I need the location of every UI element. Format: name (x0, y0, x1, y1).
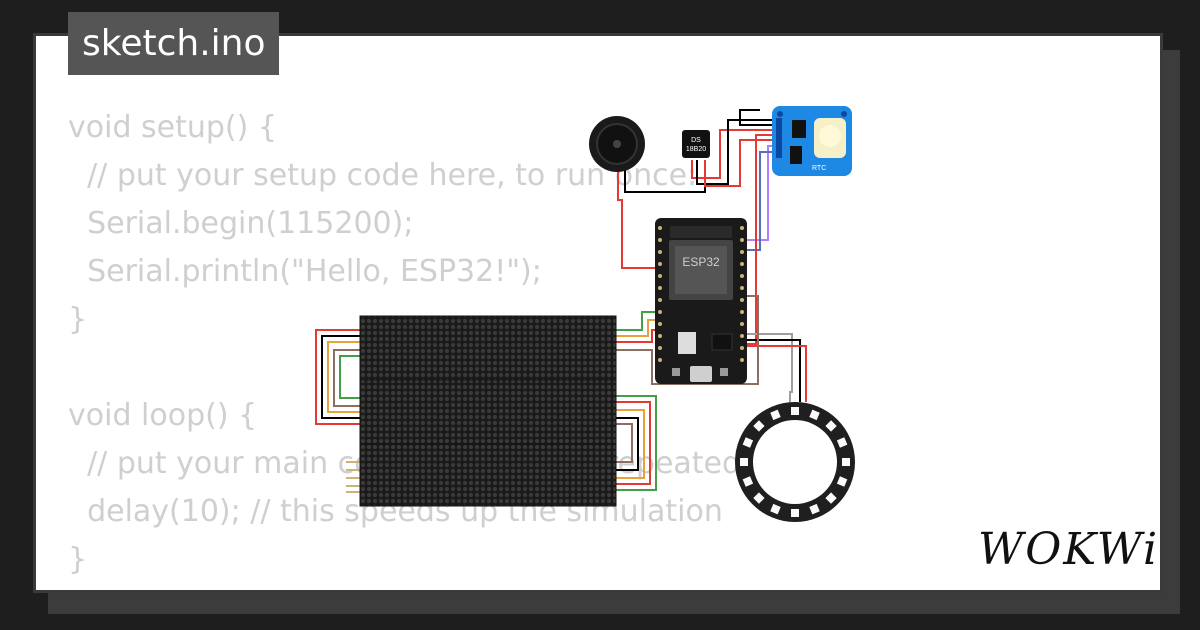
ring-pixel (809, 503, 820, 515)
code-line: void setup() { (68, 110, 277, 145)
svg-text:18B20: 18B20 (686, 146, 706, 153)
rtc-label: RTC (812, 165, 826, 172)
ring-pixel (742, 476, 754, 487)
ring-pixel (740, 458, 748, 466)
temperature-sensor[interactable]: DS 18B20 (682, 130, 710, 158)
wokwi-logo: WOKWi (978, 524, 1160, 575)
led-matrix[interactable] (359, 315, 617, 507)
ring-pixel (836, 476, 848, 487)
ring-pixel (742, 437, 754, 448)
file-name: sketch.ino (82, 23, 266, 64)
ring-pixel (770, 503, 781, 515)
svg-text:DS: DS (691, 137, 701, 144)
ring-pixel (825, 420, 837, 432)
code-editor: void setup() { // put your setup code he… (68, 104, 775, 584)
code-line: void loop() { (68, 398, 258, 433)
ring-pixel (842, 458, 850, 466)
ring-pixel (836, 437, 848, 448)
ring-pixel (753, 420, 765, 432)
neopixel-ring[interactable] (735, 402, 855, 522)
file-tab[interactable]: sketch.ino (68, 12, 280, 75)
ring-pixel (825, 492, 837, 504)
code-line: Serial.println("Hello, ESP32!"); (68, 254, 542, 289)
code-line: // put your setup code here, to run once… (68, 158, 698, 193)
code-line: } (68, 542, 88, 577)
ring-pixel (753, 492, 765, 504)
ring-pixel (770, 409, 781, 421)
ring-pixel (791, 407, 799, 415)
mcu-label: ESP32 (682, 255, 720, 269)
buzzer[interactable] (589, 116, 645, 172)
rtc-module[interactable]: RTC (772, 106, 852, 176)
esp32-board[interactable]: ESP32 (655, 218, 747, 384)
ring-pixel (809, 409, 820, 421)
code-line: Serial.begin(115200); (68, 206, 414, 241)
code-line: } (68, 302, 88, 337)
ring-pixel (791, 509, 799, 517)
